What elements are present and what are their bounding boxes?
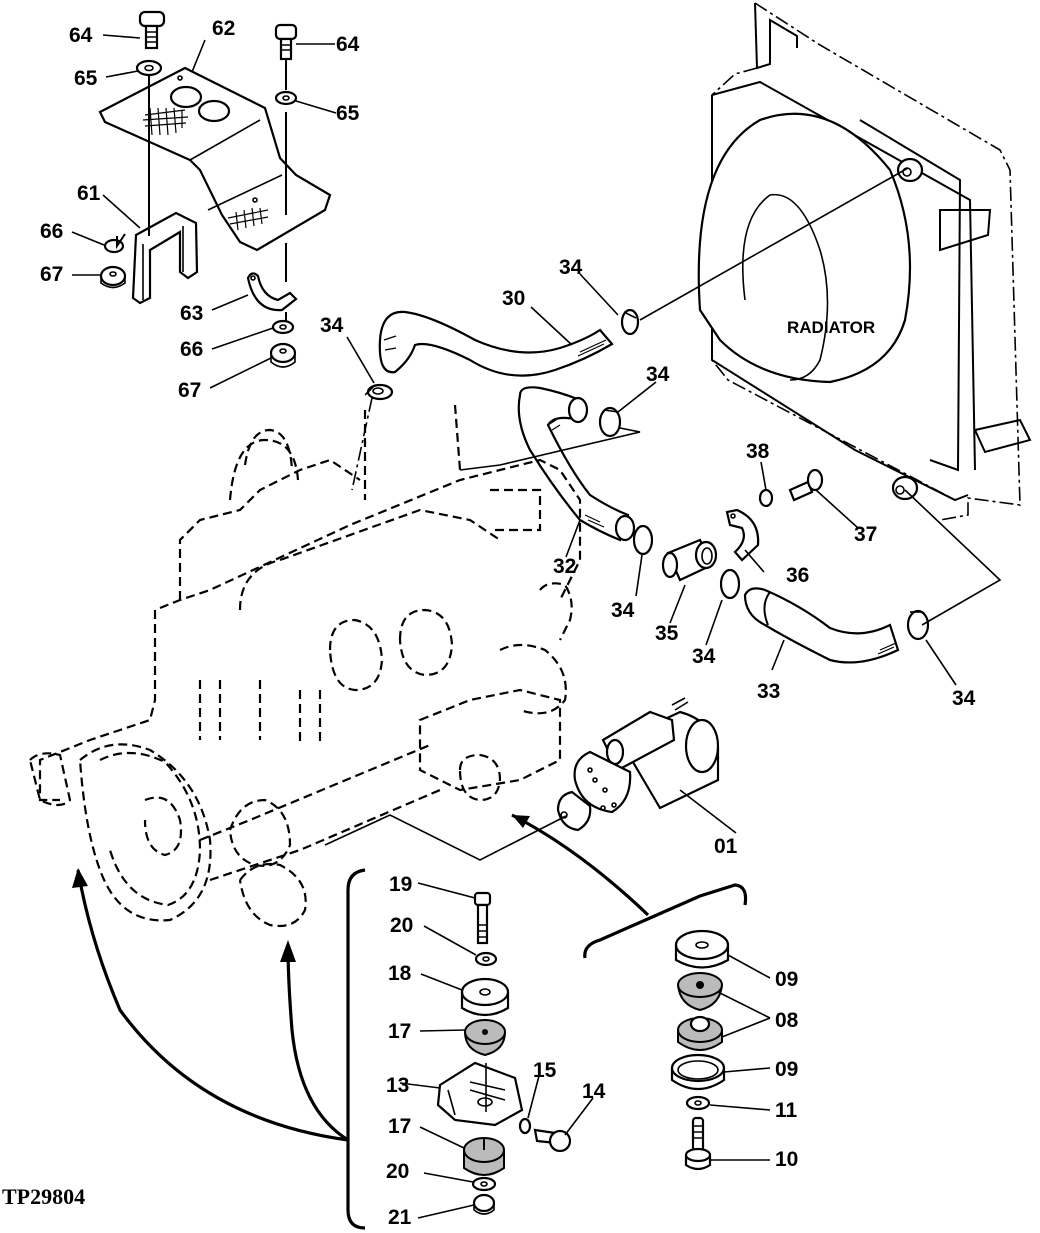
hose-clamp-icon <box>719 568 741 600</box>
hose-32-icon <box>517 386 636 542</box>
callout-01: 01 <box>714 835 738 858</box>
callout-67: 67 <box>40 263 63 286</box>
hose-clamp-icon <box>366 383 394 401</box>
cap-screw-icon <box>533 1128 572 1153</box>
washer-icon <box>758 488 774 508</box>
cup-icon <box>670 1053 726 1091</box>
hose-clamp-icon <box>632 524 654 556</box>
callout-66: 66 <box>180 338 203 361</box>
callout-66: 66 <box>40 220 63 243</box>
rubber-cushion-icon <box>463 1137 505 1176</box>
callout-37: 37 <box>854 523 877 546</box>
lock-washer-icon <box>518 1117 532 1135</box>
lock-washer-icon <box>271 319 295 335</box>
callout-17: 17 <box>388 1115 411 1138</box>
callout-34: 34 <box>320 314 344 337</box>
callout-33: 33 <box>757 680 780 703</box>
bolt-icon <box>274 23 298 61</box>
clamp-36-icon <box>725 508 760 562</box>
washer-icon <box>474 951 498 967</box>
pipe-35-icon <box>661 538 718 582</box>
callout-34: 34 <box>559 256 583 279</box>
callout-15: 15 <box>533 1059 557 1082</box>
callout-30: 30 <box>502 287 525 310</box>
callout-20: 20 <box>386 1160 409 1183</box>
callout-64: 64 <box>336 33 360 56</box>
callout-09: 09 <box>775 968 798 991</box>
leader-lines <box>71 34 1002 1219</box>
radiator-label: RADIATOR <box>787 318 875 337</box>
bracket-plate-icon <box>98 66 332 252</box>
callout-35: 35 <box>655 622 679 645</box>
nut-icon <box>472 1193 496 1215</box>
callout-17: 17 <box>388 1020 411 1043</box>
callout-34: 34 <box>646 363 670 386</box>
nut-icon <box>99 265 127 289</box>
callout-11: 11 <box>775 1099 798 1122</box>
cap-icon <box>674 929 730 969</box>
callout-64: 64 <box>69 24 93 47</box>
callout-65: 65 <box>336 102 360 125</box>
callout-10: 10 <box>775 1148 798 1171</box>
rubber-cushion-icon <box>464 1019 506 1057</box>
callout-34: 34 <box>692 645 716 668</box>
hose-33-icon <box>743 587 900 664</box>
lock-washer-icon <box>103 233 126 254</box>
engine-outline <box>28 404 582 928</box>
callout-62: 62 <box>212 17 235 40</box>
engine-mount-right-assembly <box>583 883 748 1171</box>
nut-icon <box>269 342 297 368</box>
rubber-cushion-icon <box>677 1015 723 1051</box>
rubber-cushion-icon <box>677 972 723 1012</box>
washer-icon <box>274 90 298 106</box>
callout-21: 21 <box>388 1206 412 1229</box>
callout-labels: 64 64 62 65 65 61 66 67 63 66 67 34 34 3… <box>40 17 976 1229</box>
hose-30-icon <box>378 310 614 377</box>
starter-motor-icon <box>556 697 720 832</box>
hose-clamp-icon <box>598 406 622 438</box>
drain-cock-icon <box>788 468 824 502</box>
callout-63: 63 <box>180 302 203 325</box>
hose-clamp-icon <box>620 308 640 336</box>
callout-38: 38 <box>746 440 770 463</box>
callout-34: 34 <box>611 599 635 622</box>
callout-36: 36 <box>786 564 809 587</box>
callout-09: 09 <box>775 1058 798 1081</box>
callout-13: 13 <box>386 1074 409 1097</box>
clamp-icon <box>246 272 298 312</box>
callout-67: 67 <box>178 379 201 402</box>
callout-08: 08 <box>775 1009 799 1032</box>
bolt-icon <box>473 891 492 945</box>
radiator-icon: RADIATOR <box>697 2 1032 521</box>
u-bracket-icon <box>131 211 199 305</box>
cap-icon <box>460 977 510 1017</box>
engine-mount-left-assembly <box>346 868 572 1230</box>
washer-icon <box>135 59 163 77</box>
callout-14: 14 <box>582 1080 606 1103</box>
washer-icon <box>471 1176 497 1192</box>
callout-19: 19 <box>389 873 412 896</box>
callout-34: 34 <box>952 687 976 710</box>
washer-icon <box>685 1095 711 1111</box>
callout-61: 61 <box>77 182 101 205</box>
callout-65: 65 <box>74 67 98 90</box>
bracket-assembly <box>98 10 332 368</box>
hose-clamp-icon <box>906 609 930 641</box>
bolt-icon <box>138 10 166 50</box>
callout-32: 32 <box>553 555 576 578</box>
callout-18: 18 <box>388 962 412 985</box>
callout-20: 20 <box>390 914 413 937</box>
figure-id: TP29804 <box>2 1184 85 1209</box>
mount-bracket-icon <box>436 1061 524 1127</box>
cap-screw-icon <box>684 1116 712 1171</box>
